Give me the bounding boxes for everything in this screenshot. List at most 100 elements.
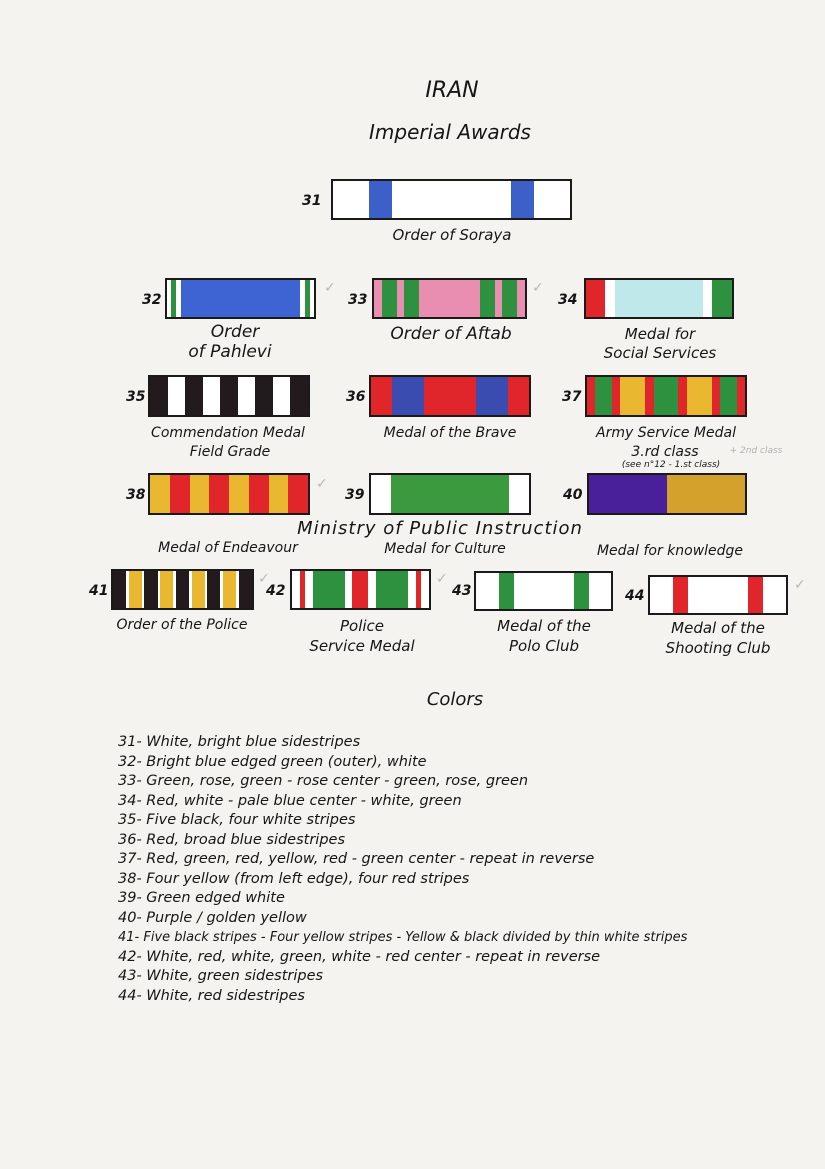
color-line: 33- Green, rose, green - rose center - g…: [118, 773, 529, 789]
ribbon-stripe: [371, 475, 391, 513]
ribbon-number: 40: [563, 487, 583, 503]
ribbon-stripe: [128, 571, 142, 608]
ribbon-37: [585, 375, 747, 417]
ribbon-stripe: [595, 377, 612, 415]
ribbon-stripe: [573, 573, 589, 609]
color-line: 43- White, green sidestripes: [118, 968, 324, 984]
ribbon-stripe: [220, 377, 238, 415]
ribbon-caption-line: Social Services: [603, 344, 717, 362]
ribbon-stripe: [650, 577, 673, 613]
ribbon-caption-line: of Pahlevi: [188, 342, 272, 362]
ribbon-stripe: [509, 475, 529, 513]
ribbon-stripe: [141, 571, 145, 608]
ribbon-stripe: [479, 280, 495, 317]
ribbon-number: 33: [348, 292, 368, 308]
ribbon-33: [372, 278, 527, 319]
colors-title: Colors: [426, 689, 484, 710]
color-line: 35- Five black, four white stripes: [118, 812, 356, 828]
ribbon-stripe: [748, 577, 764, 613]
color-line: 34- Red, white - pale blue center - whit…: [118, 792, 462, 809]
ribbon-stripe: [408, 571, 417, 608]
ribbon-stripe: [255, 377, 273, 415]
ribbon-stripe: [534, 181, 570, 218]
ribbon-stripe: [611, 377, 621, 415]
ribbon-35: [148, 375, 310, 417]
checkmark-icon: ✓: [258, 571, 270, 587]
ribbon-stripe: [126, 571, 129, 608]
ribbon-stripe: [157, 571, 161, 608]
ribbon-stripe: [678, 377, 687, 415]
ribbon-side-note: + 2nd class: [729, 446, 783, 456]
ribbon-stripe: [420, 571, 429, 608]
ribbon-32: [165, 278, 316, 319]
ribbon-stripe: [202, 377, 221, 415]
ribbon-caption-line: Army Service Medal: [596, 425, 736, 441]
ribbon-stripe: [423, 377, 477, 415]
ribbon-stripe: [645, 377, 654, 415]
ribbon-stripe: [419, 280, 480, 317]
ribbon-stripe: [371, 377, 393, 415]
ribbon-stripe: [248, 475, 269, 513]
checkmark-icon: ✓: [436, 571, 448, 587]
ribbon-stripe: [352, 571, 369, 608]
ribbon-number: 34: [558, 292, 578, 308]
ribbon-stripe: [144, 571, 158, 608]
ribbon-stripe: [175, 571, 189, 608]
ribbon-stripe: [176, 280, 181, 317]
ribbon-stripe: [494, 280, 503, 317]
ribbon-43: [474, 571, 613, 611]
ribbon-caption-line: Service Medal: [309, 637, 415, 655]
ribbon-stripe: [667, 475, 745, 513]
ribbon-caption-line: Order: [210, 322, 260, 342]
color-line: 31- White, bright blue sidestripes: [118, 734, 361, 750]
ribbon-stripe: [238, 571, 252, 608]
ribbon-stripe: [150, 377, 168, 415]
ribbon-stripe: [207, 571, 221, 608]
ribbon-stripe: [510, 181, 535, 218]
ribbon-stripe: [160, 571, 174, 608]
ribbon-stripe: [376, 571, 409, 608]
ribbon-stripe: [167, 280, 172, 317]
ribbon-stripe: [672, 577, 688, 613]
ribbon-42: [290, 569, 431, 610]
ribbon-number: 36: [346, 389, 366, 405]
ribbon-stripe: [712, 280, 732, 317]
color-line: 44- White, red sidestripes: [118, 987, 305, 1004]
color-line: 38- Four yellow (from left edge), four r…: [118, 870, 470, 887]
ribbon-caption: Medal of the Brave: [383, 425, 517, 441]
ribbon-caption-line: Field Grade: [189, 444, 271, 460]
ribbon-stripe: [587, 377, 596, 415]
ribbon-stripe: [517, 280, 525, 317]
ribbon-38: [148, 473, 310, 515]
ribbon-stripe: [300, 280, 305, 317]
ribbon-number: 31: [302, 193, 322, 209]
ribbon-stripe: [272, 377, 291, 415]
color-line: 36- Red, broad blue sidestripes: [118, 831, 346, 848]
ribbon-stripe: [173, 571, 176, 608]
ribbon-stripe: [605, 280, 616, 317]
ribbon-stripe: [304, 280, 310, 317]
ribbon-stripe: [209, 475, 229, 513]
ribbon-stripe: [736, 377, 745, 415]
ribbon-number: 41: [89, 583, 109, 599]
color-line: 32- Bright blue edged green (outer), whi…: [118, 753, 427, 770]
checkmark-icon: ✓: [794, 577, 806, 593]
ribbon-stripe: [392, 377, 424, 415]
ribbon-stripe: [686, 377, 712, 415]
ribbon-stripe: [150, 475, 170, 513]
ribbon-caption: Medal for Culture: [384, 541, 506, 557]
ribbon-caption: Medal for knowledge: [596, 543, 744, 559]
checkmark-icon: ✓: [316, 476, 328, 492]
ribbon-caption: Medal of Endeavour: [158, 540, 298, 556]
page-subtitle: Imperial Awards: [369, 120, 531, 144]
ribbon-stripe: [396, 280, 405, 317]
ribbon-41: [111, 569, 254, 610]
ribbon-caption-line: Polo Club: [508, 637, 579, 655]
ministry-heading: Ministry of Public Instruction: [297, 518, 583, 539]
ribbon-40: [587, 473, 747, 515]
color-line: 42- White, red, white, green, white - re…: [118, 948, 601, 965]
checkmark-icon: ✓: [532, 280, 544, 296]
ribbon-stripe: [687, 577, 749, 613]
ribbon-caption-line: Medal of the: [497, 617, 591, 635]
checkmark-icon: ✓: [324, 280, 336, 296]
